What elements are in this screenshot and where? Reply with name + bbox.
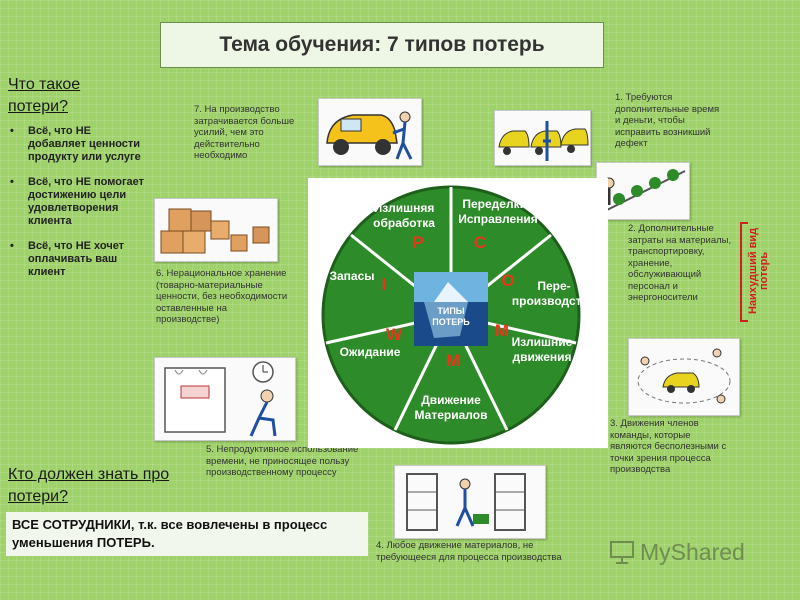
letter-m1: М (495, 321, 509, 340)
rework-cars-illustration (494, 110, 591, 166)
note-6: 6. Нерациональное хранение (товарно-мате… (156, 268, 288, 325)
waiting-worker-illustration (154, 357, 296, 441)
segment-rework: Переделки /Исправления (458, 197, 538, 226)
note-4: 4. Любое движение материалов, не требующ… (376, 540, 562, 563)
bullet-3: Всё, что НЕ хочет оплачивать ваш клиент (6, 240, 146, 279)
conveyor-illustration (596, 162, 690, 220)
note-7: 7. На производство затрачивается больше … (194, 104, 295, 161)
note-3: 3. Движения членов команды, которые явля… (610, 418, 727, 475)
page-title: Тема обучения: 7 типов потерь (219, 33, 545, 56)
segment-overproduction: Пере-производство (512, 279, 596, 308)
segment-inventory: Запасы (329, 269, 374, 283)
note-5: 5. Непродуктивное использование времени,… (206, 444, 359, 478)
letter-p: Р (412, 233, 423, 252)
boxes-illustration (154, 198, 278, 262)
letter-c: С (474, 233, 486, 252)
letter-i: I (382, 275, 387, 294)
watermark-text: MyShared (640, 538, 745, 565)
letter-m2: М (446, 351, 460, 370)
segment-waiting: Ожидание (340, 345, 401, 359)
material-transport-illustration (394, 465, 546, 539)
worst-waste-label: Наихудший вид потерь (747, 227, 770, 315)
bullet-2: Всё, что НЕ помогает достижению цели удо… (6, 176, 146, 228)
who-heading: Кто должен знать про потери? (8, 466, 170, 505)
watermark: MyShared (608, 538, 745, 566)
car-repair-illustration (318, 98, 422, 166)
letter-o: О (501, 271, 514, 290)
note-1: 1. Требуются дополнительные время и день… (615, 92, 720, 149)
what-heading: Что такое потери? (8, 76, 81, 115)
definition-list: Всё, что НЕ добавляет ценности продукту … (6, 125, 146, 291)
title-box: Тема обучения: 7 типов потерь (160, 22, 604, 68)
note-2: 2. Дополнительные затраты на материалы, … (628, 223, 732, 303)
presentation-icon (610, 541, 634, 564)
bullet-1: Всё, что НЕ добавляет ценности продукту … (6, 125, 146, 164)
worst-bracket (740, 222, 748, 322)
letter-w: W (386, 325, 403, 344)
team-motion-illustration (628, 338, 740, 416)
answer-box: ВСЕ СОТРУДНИКИ, т.к. все вовлечены в про… (6, 512, 368, 556)
